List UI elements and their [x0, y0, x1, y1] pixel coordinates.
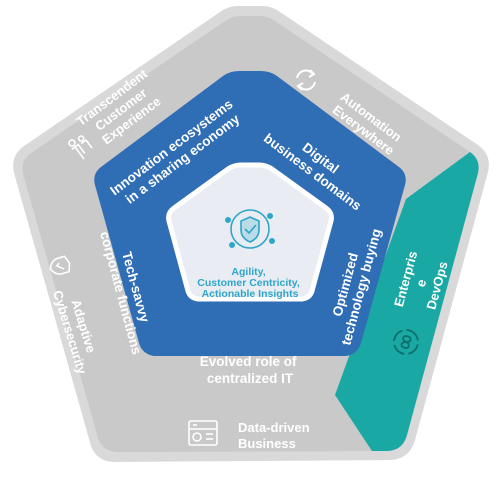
infinity-loop-icon [393, 329, 419, 355]
core-label: Agility, Customer Centricity, Actionable… [197, 266, 302, 300]
shield-network-icon [224, 209, 275, 249]
data-dashboard-icon [188, 420, 218, 446]
outer-label-data-driven-business: Data-driven Business [238, 420, 313, 451]
security-shield-icon [49, 255, 71, 275]
cycle-arrows-icon [296, 69, 316, 91]
people-icon [68, 135, 93, 160]
middle-label-evolved-role-of-it: Evolved role of centralized IT [200, 354, 301, 386]
outer-segment-enterprise-devops[interactable] [335, 152, 479, 451]
